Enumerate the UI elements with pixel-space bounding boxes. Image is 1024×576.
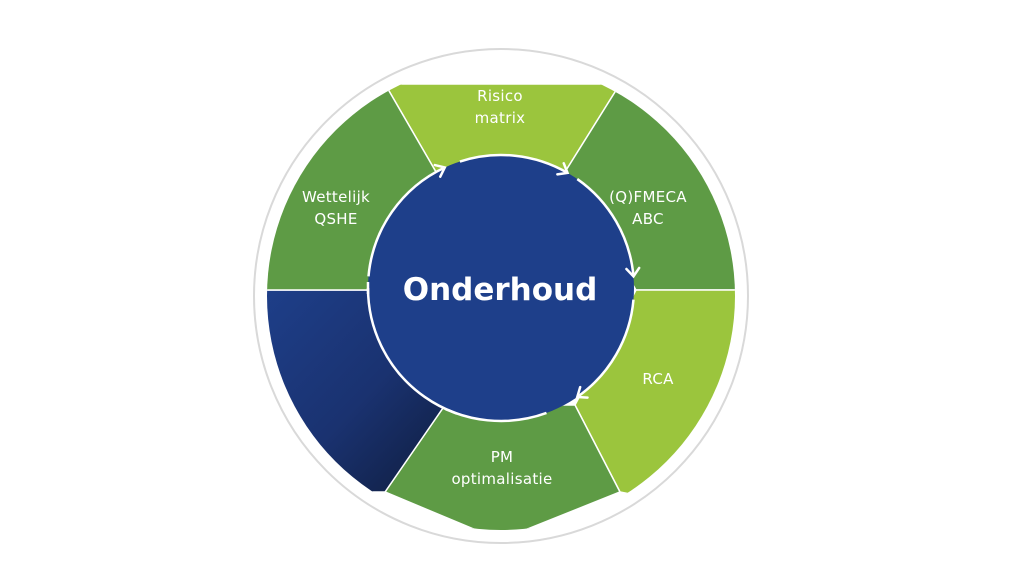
cycle-arc: [366, 287, 547, 423]
segment-label-pm: PM optimalisatie: [451, 448, 552, 488]
segment-label-line: RCA: [642, 370, 674, 388]
segment-label-line: (Q)FMECA: [609, 188, 687, 206]
cycle-arc: [367, 166, 446, 277]
segment-label-line: optimalisatie: [451, 470, 552, 488]
segment-label-line: QSHE: [314, 210, 357, 228]
cycle-arrowhead: [433, 163, 447, 178]
cycle-arrowhead: [556, 162, 570, 176]
segment-label-line: PM: [491, 448, 514, 466]
segment-label-qfmeca: (Q)FMECA ABC: [609, 188, 687, 228]
cycle-arc: [576, 299, 635, 398]
center-hub: [368, 155, 634, 421]
cycle-tick: [445, 407, 458, 415]
cycle-arrowhead: [625, 266, 641, 279]
center-label: Onderhoud: [403, 272, 598, 308]
segment-label-line: matrix: [475, 109, 526, 127]
cycle-arc: [459, 153, 569, 174]
cycle-arrowhead: [575, 385, 589, 399]
segment-label-line: Risico: [477, 87, 523, 105]
segment-label-line: Wettelijk: [302, 188, 370, 206]
cycle-arrow-ring: [366, 153, 641, 423]
segment-label-risico: Risico matrix: [475, 87, 526, 127]
segment-label-line: ABC: [632, 210, 664, 228]
cycle-arc: [576, 178, 635, 277]
segment-label-rca: RCA: [642, 370, 674, 388]
